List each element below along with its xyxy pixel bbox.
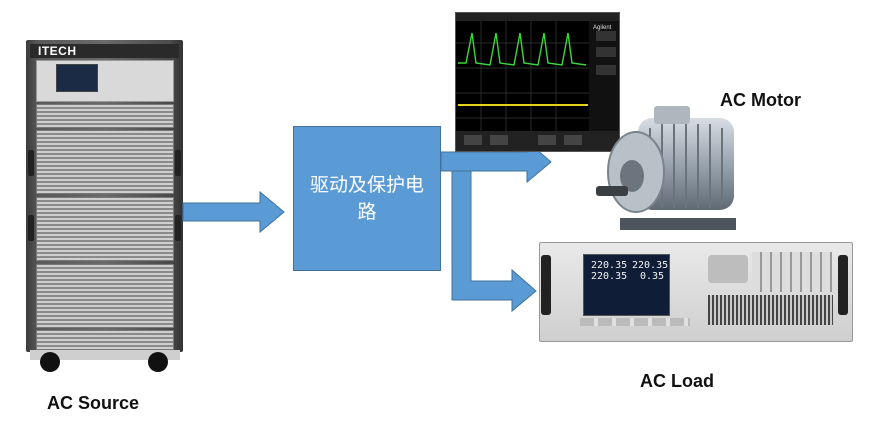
cabinet-wheel [40,352,60,372]
load-reading-3: 220.35 [632,260,669,271]
cabinet-module-1 [36,104,174,128]
cabinet-top-bar [30,44,179,58]
oscilloscope-display [456,13,619,151]
ac-motor-label: AC Motor [720,90,801,110]
cabinet-module-5 [36,330,174,350]
cabinet-wheel [148,352,168,372]
cabinet-handle [175,215,181,241]
brand-logo: ITECH [38,44,77,58]
ac-source-label: AC Source [47,393,140,413]
oscilloscope-icon: Agilent [455,12,620,152]
arrow-right-icon [451,170,537,313]
cabinet-handle [175,150,181,176]
motor-icon [596,106,736,230]
cabinet-handle [28,150,34,176]
load-handle-left [541,255,551,315]
cabinet-module-4 [36,264,174,328]
ac-load-label: AC Load [640,371,714,391]
cabinet-module-3 [36,197,174,261]
driver-label: 驱动及保护电路 [309,173,424,223]
load-reading-1: 220.35 [591,260,628,271]
load-reading-4: 0.35 [640,271,665,282]
load-handle-right [838,255,848,315]
load-reading-2: 220.35 [591,271,628,282]
load-keypad [752,252,832,292]
cabinet-screen [56,64,98,92]
load-screen [583,254,670,316]
scope-brand: Agilent [593,25,612,31]
load-buttons [580,318,690,326]
load-knob-area [708,255,748,283]
load-vent [708,295,833,325]
driver-protection-box: 驱动及保护电路 [293,126,441,271]
cabinet-base [30,350,180,360]
arrow-right-icon [182,190,285,234]
cabinet-module-2 [36,130,174,194]
cabinet-handle [28,215,34,241]
